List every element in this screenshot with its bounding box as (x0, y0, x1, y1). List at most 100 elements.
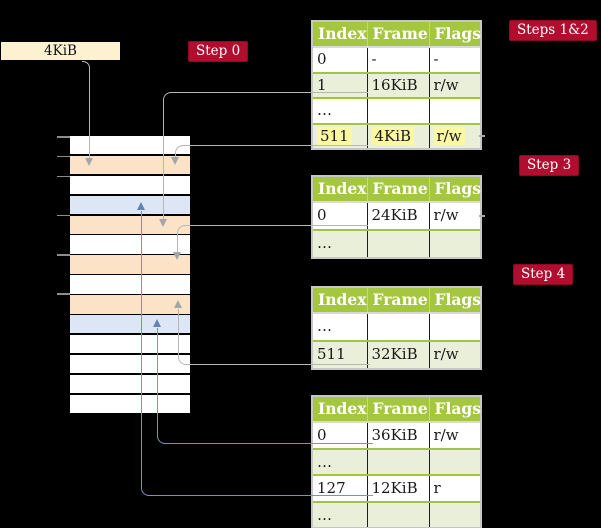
arrowhead-down-icon (159, 219, 167, 227)
highlight-text: r/w (433, 126, 465, 145)
cell-flags (430, 503, 481, 528)
arrow-table4-row127-to-memory (141, 211, 373, 496)
memory-tick (57, 175, 70, 177)
memory-tick (57, 155, 70, 157)
cell-flags (430, 99, 481, 123)
arrowhead-up-icon (174, 300, 182, 308)
table-row: … (313, 449, 480, 476)
cell-index: 0 (313, 48, 368, 72)
highlight-text: 4KiB (371, 126, 415, 145)
column-header: Frame (368, 288, 430, 312)
column-header: Flags (434, 290, 482, 309)
cell-index: 511 (313, 342, 368, 368)
column-header: Flags (434, 399, 482, 418)
memory-row-white (70, 175, 190, 195)
column-header: Flags (434, 179, 482, 198)
cell-frame (368, 231, 430, 257)
arrow-4kib-to-memory (82, 61, 90, 160)
cell-flags: r (433, 479, 441, 497)
cell-index: … (313, 502, 368, 527)
memory-row-orange (70, 255, 190, 274)
cell-index: … (313, 314, 368, 340)
page-table-step-3: Index Frame Flags 0 24KiB r/w … (311, 175, 482, 259)
step4-badge: Step 4 (513, 264, 574, 285)
frame-size-box: 4KiB (1, 42, 120, 60)
table-row: 0 - - (313, 48, 480, 74)
table-row: … (313, 502, 481, 528)
arrowhead-down-icon (171, 157, 179, 165)
cell-frame: 16KiB (368, 73, 430, 97)
row-marker-dash (479, 215, 485, 217)
column-header: Frame (368, 22, 430, 46)
column-header: Index (313, 22, 368, 46)
column-header: Flags (434, 24, 482, 43)
cell-frame (368, 314, 430, 340)
step3-badge: Step 3 (519, 155, 580, 176)
cell-flags: - (433, 50, 439, 68)
cell-flags: r/w (433, 75, 459, 94)
table-header: Index Frame Flags (313, 288, 482, 314)
memory-row-white (70, 275, 190, 294)
table-header: Index Frame Flags (313, 397, 482, 423)
cell-flags: r/w (433, 206, 459, 224)
cell-flags: r/w (433, 345, 459, 363)
cell-index: … (313, 99, 368, 123)
arrowhead-up-icon (153, 319, 161, 327)
page-table-steps-1-2: Index Frame Flags 0 - - 1 16KiB r/w … 51… (311, 20, 482, 150)
arrow-table1-row1-to-memory (163, 92, 368, 221)
cell-frame (368, 99, 430, 123)
column-header: Frame (368, 397, 430, 421)
arrowhead-down-icon (173, 252, 181, 260)
arrowhead-up-icon (137, 202, 145, 210)
cell-index: … (313, 231, 368, 257)
page-table-step-4: Index Frame Flags … 511 32KiB r/w (311, 286, 482, 370)
memory-row-orange (70, 295, 190, 314)
table-row: 0 36KiB r/w (313, 423, 480, 450)
arrow-table4-row0-to-memory (157, 328, 373, 444)
memory-tick (57, 293, 70, 295)
column-header: Index (313, 397, 368, 421)
cell-index: 0 (313, 423, 368, 448)
step0-badge: Step 0 (188, 41, 249, 62)
table-row: 511 32KiB r/w (313, 342, 480, 368)
memory-tick (57, 254, 70, 256)
memory-row-white (70, 235, 190, 254)
table-row: … (313, 99, 480, 125)
memory-row-white (70, 136, 190, 155)
cell-frame: 12KiB (368, 476, 430, 501)
cell-flags: r/w (433, 426, 459, 444)
cell-index: 511 (313, 124, 368, 148)
arrow-table2-row0-to-memory (177, 225, 368, 254)
memory-tick (57, 214, 70, 216)
row-marker-dash (479, 135, 485, 137)
cell-frame: 4KiB (368, 124, 430, 148)
cell-frame: - (368, 48, 430, 72)
cell-frame: 24KiB (368, 203, 430, 229)
page-table-bottom: Index Frame Flags 0 36KiB r/w … 127 12Ki… (311, 395, 482, 528)
memory-row-blue (70, 195, 190, 215)
table-row: 0 24KiB r/w (313, 203, 480, 231)
column-header: Index (313, 288, 368, 312)
table-row: … (313, 314, 480, 342)
memory-tick (57, 136, 70, 138)
memory-row-white (70, 394, 190, 413)
cell-frame (368, 502, 430, 527)
cell-frame: 36KiB (368, 423, 430, 448)
cell-flags (430, 314, 481, 340)
table-row: 1 16KiB r/w (313, 73, 480, 99)
table-header: Index Frame Flags (313, 177, 482, 203)
cell-index: 1 (313, 73, 368, 97)
column-header: Index (313, 177, 368, 201)
arrow-table1-row511-to-memory (175, 145, 368, 159)
cell-flags: r/w (430, 125, 481, 149)
cell-frame: 32KiB (368, 342, 430, 368)
column-header: Frame (368, 177, 430, 201)
table-row: 127 12KiB r (313, 476, 480, 503)
memory-row-white (70, 374, 190, 394)
memory-map (70, 136, 190, 413)
steps-1-2-badge: Steps 1&2 (509, 20, 597, 41)
memory-row-white (70, 334, 190, 354)
arrowhead-down-icon (85, 158, 93, 166)
cell-flags (430, 231, 481, 257)
